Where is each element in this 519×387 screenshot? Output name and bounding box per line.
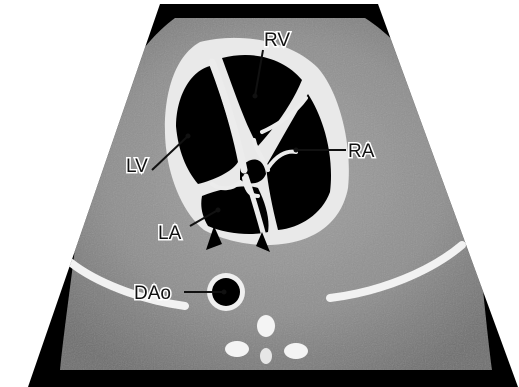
- label-rv: RV: [264, 30, 290, 51]
- label-dao: DAo: [134, 283, 171, 304]
- label-ra: RA: [348, 141, 375, 162]
- label-la: LA: [158, 223, 182, 244]
- label-lv: LV: [126, 156, 148, 177]
